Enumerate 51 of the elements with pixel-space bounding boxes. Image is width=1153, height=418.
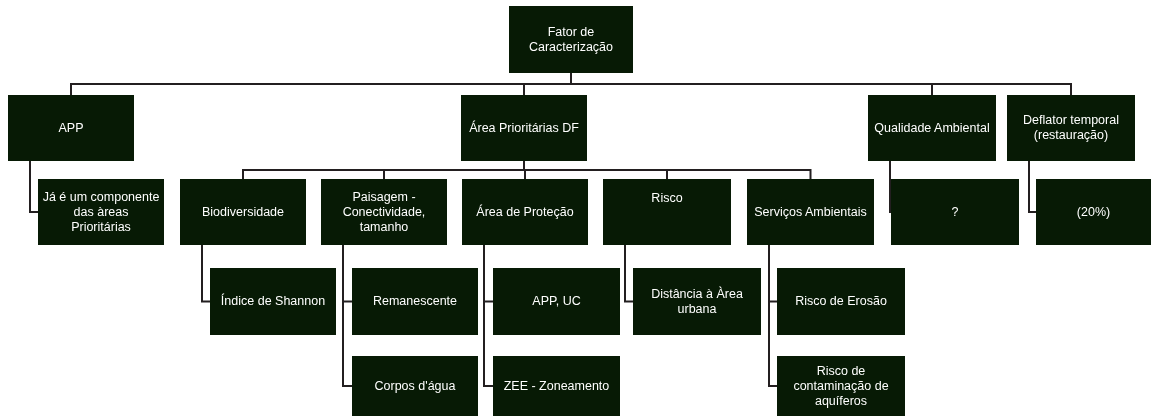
hierarchy-box bbox=[8, 95, 134, 161]
hierarchy-box bbox=[493, 356, 620, 416]
hierarchy-box bbox=[747, 179, 874, 245]
hierarchy-box bbox=[38, 179, 164, 245]
connector-line bbox=[624, 244, 634, 303]
box-label: Risco de contaminação de aquíferos bbox=[792, 363, 890, 409]
box-label: Serviços Ambientais bbox=[754, 204, 867, 220]
hierarchy-box bbox=[509, 6, 633, 73]
box-label: Remanescente bbox=[372, 294, 458, 309]
connector-line bbox=[483, 244, 494, 387]
hierarchy-box bbox=[462, 179, 588, 245]
box-label: Distância à Àrea urbana bbox=[650, 286, 744, 317]
box-label: Área de Proteção bbox=[476, 204, 574, 220]
box-label: Qualidade Ambiental bbox=[874, 120, 990, 136]
connector-line bbox=[1028, 160, 1037, 213]
hierarchy-box bbox=[352, 268, 478, 335]
hierarchy-box bbox=[633, 268, 761, 335]
hierarchy-box bbox=[493, 268, 620, 335]
box-label: (20%) bbox=[1076, 204, 1111, 220]
box-label: ZEE - Zoneamento bbox=[503, 378, 610, 394]
connector-line bbox=[201, 244, 211, 303]
connector-line bbox=[889, 160, 892, 213]
hierarchy-box bbox=[777, 356, 905, 416]
hierarchy-box bbox=[180, 179, 306, 245]
hierarchy-box bbox=[891, 179, 1019, 245]
hierarchy-box bbox=[1007, 95, 1135, 161]
hierarchy-box bbox=[603, 179, 731, 245]
box-label: Paisagem - Conectividade, tamanho bbox=[341, 189, 427, 235]
connector-line bbox=[768, 244, 778, 387]
box-label: Já é um componente das àreas Prioritárias bbox=[42, 189, 160, 235]
hierarchy-box bbox=[461, 95, 587, 161]
box-label: APP, UC bbox=[532, 294, 581, 309]
hierarchy-box bbox=[1036, 179, 1151, 245]
box-label: Deflator temporal (restauração) bbox=[1022, 113, 1120, 143]
box-label: APP bbox=[58, 120, 84, 136]
hierarchy-box bbox=[321, 179, 447, 245]
hierarchy-box bbox=[777, 268, 905, 335]
connector-line bbox=[342, 244, 353, 387]
connector-line bbox=[523, 160, 812, 180]
hierarchy-box bbox=[868, 95, 996, 161]
box-label: Risco bbox=[651, 191, 683, 206]
hierarchy-box bbox=[352, 356, 478, 416]
box-label: Índice de Shannon bbox=[220, 294, 326, 309]
box-label: Corpos d'água bbox=[374, 378, 456, 394]
connector-line bbox=[29, 160, 39, 213]
box-label: Área Prioritárias DF bbox=[469, 120, 579, 136]
box-label: Fator de Caracterização bbox=[527, 24, 615, 55]
box-label: Biodiversidade bbox=[202, 204, 284, 220]
hierarchy-box bbox=[210, 268, 336, 335]
box-label: ? bbox=[951, 204, 959, 220]
box-label: Risco de Erosão bbox=[795, 294, 887, 309]
